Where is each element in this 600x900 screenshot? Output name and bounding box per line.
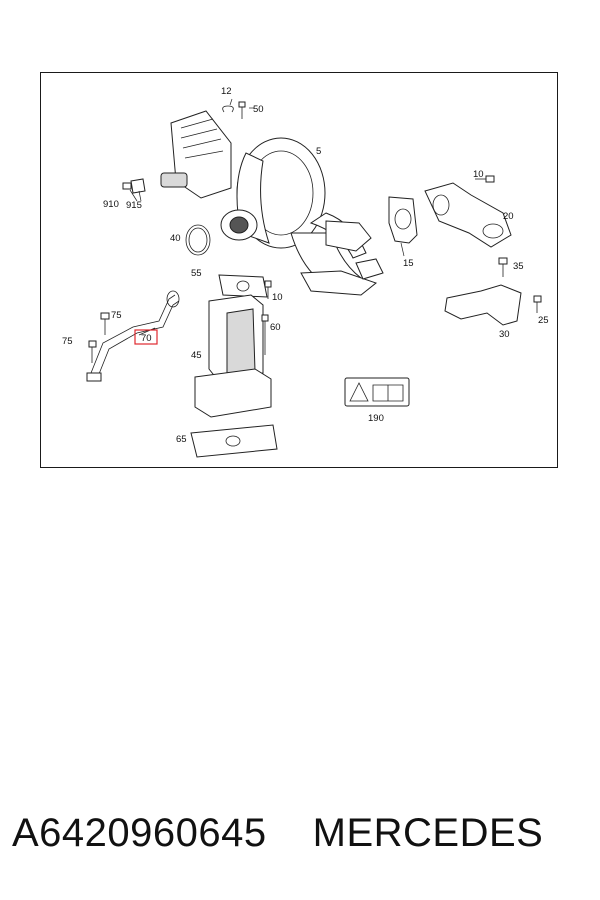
callout-10-upper: 10	[473, 169, 484, 180]
warning-label-190-part	[344, 377, 410, 407]
callout-20: 20	[503, 211, 514, 222]
callout-50: 50	[253, 104, 264, 115]
bracket-70-part	[86, 290, 180, 382]
callout-915: 915	[126, 200, 142, 211]
callout-65: 65	[176, 434, 187, 445]
bolt-50-part	[238, 101, 246, 119]
callout-5: 5	[316, 146, 321, 157]
callout-70: 70	[141, 333, 152, 344]
gasket-65-part	[190, 424, 278, 458]
clip-12-part	[222, 105, 234, 113]
bolt-60-part	[261, 314, 269, 355]
callout-910: 910	[103, 199, 119, 210]
callout-45: 45	[191, 350, 202, 361]
brand-name: MERCEDES	[312, 810, 544, 855]
bolt-75-lower-part	[88, 340, 97, 363]
exploded-parts-diagram: 12 50 5 10 20 910 915 40 15 35 55 10 75 …	[62, 86, 549, 458]
parts-diagram-frame: 12 50 5 10 20 910 915 40 15 35 55 10 75 …	[40, 72, 558, 468]
callout-75-upper: 75	[111, 310, 122, 321]
callout-35: 35	[513, 261, 524, 272]
bolt-10-upper-part	[475, 175, 495, 183]
support-45-part	[194, 294, 272, 418]
turbocharger-part	[160, 110, 384, 296]
bolt-25-part	[533, 295, 542, 313]
bolt-75-upper-part	[100, 312, 110, 335]
caption: A6420960645 MERCEDES	[12, 803, 592, 863]
callout-60: 60	[270, 322, 281, 333]
callout-75-lower: 75	[62, 336, 73, 347]
part-number: A6420960645	[12, 810, 267, 855]
callout-40: 40	[170, 233, 181, 244]
callout-10-lower: 10	[272, 292, 283, 303]
o-ring-40-part	[185, 224, 211, 256]
callout-55: 55	[191, 268, 202, 279]
callout-12: 12	[221, 86, 232, 97]
bracket-30-part	[444, 284, 522, 326]
callout-30: 30	[499, 329, 510, 340]
callout-25: 25	[538, 315, 549, 326]
bolt-10-lower-part	[264, 280, 272, 299]
callout-labels: 12 50 5 10 20 910 915 40 15 35 55 10 75 …	[62, 86, 549, 445]
highlight-box-70	[134, 329, 158, 345]
gasket-15-part	[388, 196, 418, 244]
callout-190: 190	[368, 413, 384, 424]
flange-adapter-20-part	[424, 182, 512, 248]
bolt-35-part	[498, 257, 508, 277]
leader-lines	[129, 98, 405, 336]
sensor-910-part	[122, 178, 146, 194]
callout-15: 15	[403, 258, 414, 269]
gasket-55-part	[218, 274, 268, 298]
